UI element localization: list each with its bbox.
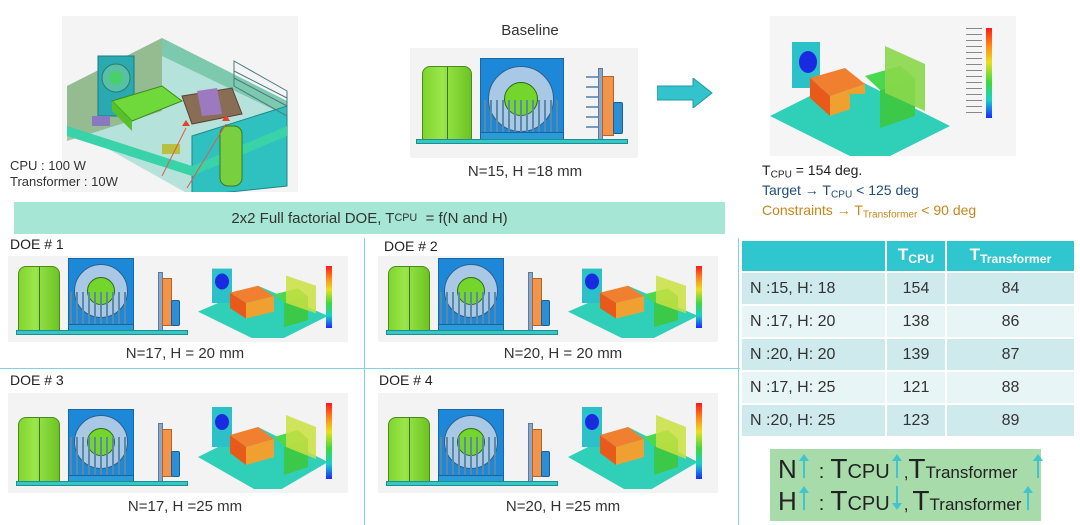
enclosure-illustration <box>62 16 298 197</box>
arrow-up-icon <box>798 454 809 478</box>
arrow-up-icon <box>798 486 809 510</box>
temperature-legend-ticks <box>966 28 982 118</box>
connector-shape <box>171 451 180 477</box>
capacitor-shape <box>18 266 60 332</box>
pcb-board <box>416 139 628 144</box>
table-header-tcpu: TCPU <box>887 241 945 271</box>
table-cell-ttransformer: 86 <box>946 306 1074 337</box>
transformer-power-label: Transformer : 10W <box>10 174 118 189</box>
table-header-ttransformer: TTransformer <box>946 241 1074 271</box>
doe-grid-divider-right <box>738 238 739 525</box>
table-cell-tcpu: 139 <box>887 339 945 370</box>
capacitor-shape <box>18 417 60 483</box>
target-result: Target → TCPU < 125 deg <box>762 182 919 201</box>
temperature-legend-bar <box>986 28 992 118</box>
temperature-legend-bar <box>326 266 332 328</box>
doe-caption: N=17, H = 20 mm <box>125 345 245 362</box>
right-arrow-icon <box>656 76 713 113</box>
baseline-title: Baseline <box>501 22 559 39</box>
doe-caption: N=17, H =25 mm <box>127 498 243 515</box>
table-cell-ttransformer: 89 <box>946 405 1074 436</box>
doe-label: DOE # 4 <box>379 372 433 388</box>
connector-shape <box>541 300 550 326</box>
arrow-up-icon <box>1033 454 1044 478</box>
arrow-up-icon <box>891 454 902 478</box>
constraint-result: Constraints → TTransformer < 90 deg <box>762 202 977 221</box>
doe-grid-divider-vertical <box>364 238 365 525</box>
thermal-drawing <box>198 268 328 338</box>
table-cell-config: N :20, H: 20 <box>742 339 886 370</box>
connector-shape <box>171 300 180 326</box>
table-cell-config: N :20, H: 25 <box>742 405 886 436</box>
thermal-drawing <box>568 268 698 338</box>
heatsink-fins <box>440 292 500 324</box>
doe-result-panel <box>378 256 718 342</box>
table-cell-config: N :17, H: 20 <box>742 306 886 337</box>
table-cell-ttransformer: 87 <box>946 339 1074 370</box>
baseline-thermal-result <box>770 16 1016 166</box>
arrow-down-icon <box>891 486 902 510</box>
doe-label: DOE # 2 <box>384 238 438 254</box>
capacitor-shape <box>388 266 430 332</box>
thermal-drawing <box>770 42 950 166</box>
doe-result-panel <box>378 393 718 493</box>
arrow-up-icon <box>1023 486 1034 510</box>
enclosure-drawing <box>67 38 288 197</box>
capacitor-shape <box>422 66 472 140</box>
temperature-legend-bar <box>696 266 702 328</box>
table-cell-config: N :17, H: 25 <box>742 372 886 403</box>
table-header-row: TCPU TTransformer <box>742 241 1074 271</box>
table-cell-tcpu: 121 <box>887 372 945 403</box>
pcb-board <box>16 330 188 335</box>
connector-shape <box>613 102 623 134</box>
table-cell-tcpu: 154 <box>887 273 945 304</box>
doe-caption: N=20, H =25 mm <box>505 498 621 515</box>
table-cell-tcpu: 123 <box>887 405 945 436</box>
temperature-legend-bar <box>696 403 702 479</box>
pcb-board <box>386 330 558 335</box>
table-cell-tcpu: 138 <box>887 306 945 337</box>
doe-caption: N=20, H = 20 mm <box>503 345 623 362</box>
pcb-board <box>16 481 188 486</box>
baseline-front-view <box>410 48 638 158</box>
temperature-legend-bar <box>326 403 332 479</box>
table-cell-ttransformer: 88 <box>946 372 1074 403</box>
heatsink-fins <box>440 437 500 475</box>
heatsink-fins <box>70 292 130 324</box>
doe-result-panel <box>8 256 348 342</box>
doe-label: DOE # 1 <box>10 236 64 252</box>
table-cell-config: N :15, H: 18 <box>742 273 886 304</box>
thermal-drawing <box>198 407 328 489</box>
cpu-power-label: CPU : 100 W <box>10 158 86 173</box>
heatsink-fins <box>70 437 130 475</box>
table-cell-ttransformer: 84 <box>946 273 1074 304</box>
pcb-board <box>386 481 558 486</box>
doe-label: DOE # 3 <box>10 372 64 388</box>
heatsink-fins <box>484 100 560 136</box>
baseline-caption: N=15, H =18 mm <box>467 163 583 180</box>
table-header-config <box>742 241 886 271</box>
connector-shape <box>541 451 550 477</box>
thermal-drawing <box>568 407 698 489</box>
doe-result-panel <box>8 393 348 493</box>
capacitor-shape <box>388 417 430 483</box>
doe-grid-divider-horizontal <box>0 368 740 369</box>
tcpu-result: TCPU = 154 deg. <box>762 162 863 181</box>
